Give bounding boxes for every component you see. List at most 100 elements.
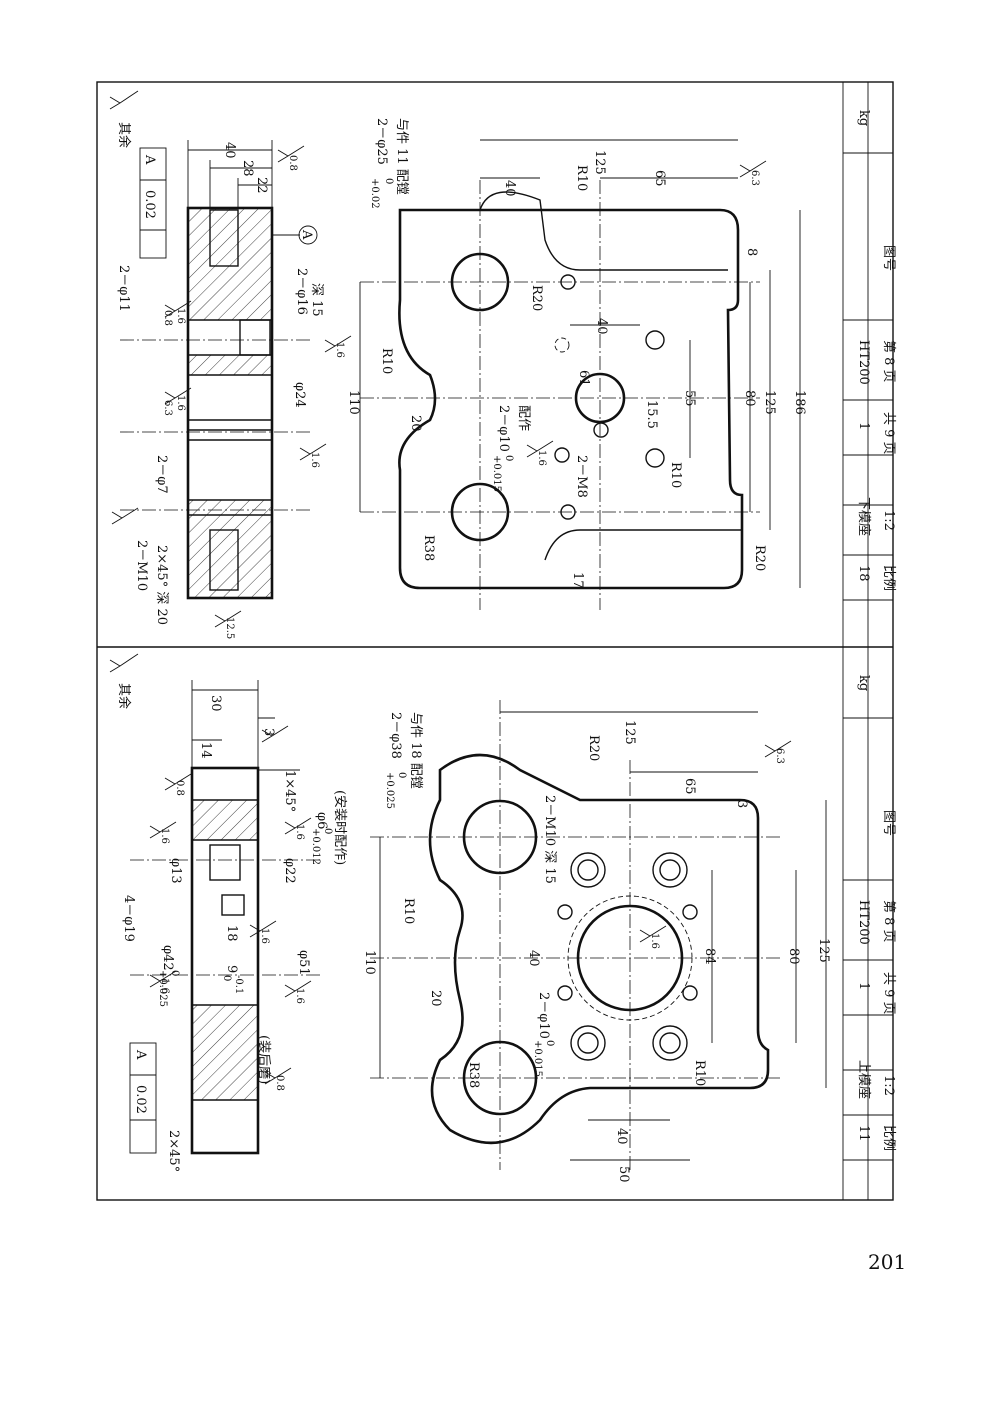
dim-125-lower: 125 <box>622 720 637 745</box>
dim-40-mid-upper: 40 <box>594 318 609 335</box>
note-d9-lower: 9 <box>224 965 239 973</box>
section-view-upper <box>120 140 318 600</box>
note-phi22-lower: φ22 <box>282 858 297 884</box>
note-pin-tol-lower: +0.015 <box>532 1040 543 1077</box>
note-phi6-tol-low-lower: 0 <box>322 828 333 834</box>
note-pin-tol-upper: +0.015 <box>491 455 502 492</box>
note-phi6-note-lower: (安装时配作) <box>332 790 347 865</box>
note-phi7-upper: 2－φ7 <box>154 455 169 494</box>
note-phi6-tol-lower: +0.012 <box>310 828 321 865</box>
note-depth15-upper: 深 15 <box>309 283 324 317</box>
scale-label-upper: 比例 <box>881 565 896 591</box>
dim-125-side-lower: 125 <box>816 938 831 963</box>
radius-r38-lower: R38 <box>466 1062 481 1088</box>
roughness-label-upper-6: 6.3 <box>162 400 173 416</box>
radius-r10-right-lower: R10 <box>692 1060 707 1086</box>
note-phi42-tol-lower: +0.025 <box>157 970 168 1007</box>
note-d9-tol-low-lower: -0.1 <box>233 975 244 994</box>
sheet-total-upper: 共 9 页 <box>881 412 896 455</box>
roughness-label-lower-1: 1.6 <box>159 828 170 844</box>
dim-18-lower: 18 <box>224 925 239 942</box>
quantity-lower: 1 <box>856 982 871 990</box>
material-lower: HT200 <box>856 900 871 945</box>
note-phi13-lower: φ13 <box>168 858 183 884</box>
dim-3-top-lower: 3 <box>734 800 749 808</box>
note-pin-tol-low-upper: 0 <box>503 455 514 461</box>
note-fit-with-upper: 与件 11 配镗 <box>394 118 409 195</box>
page-number: 201 <box>868 1250 907 1274</box>
part-title-lower: 上模座 <box>856 1060 871 1099</box>
note-chamfer1-lower: 1×45° <box>282 770 297 812</box>
mass-unit-upper: kg <box>856 110 871 126</box>
dim-65-upper: 65 <box>652 170 667 187</box>
dim-186-upper: 186 <box>792 390 807 415</box>
note-phi19-lower: 4－φ19 <box>121 895 136 942</box>
note-phi11-upper: 2－φ11 <box>116 265 131 312</box>
sheet-no-upper: 第 8 页 <box>881 340 896 383</box>
part-no-upper: 18 <box>856 565 871 582</box>
dim-125-upper: 125 <box>592 150 607 175</box>
roughness-label-lower-2: 1.6 <box>294 824 305 840</box>
dim-61-upper: 61 <box>576 370 591 387</box>
plan-view-lower <box>370 700 827 1170</box>
dim-30-lower: 30 <box>208 695 223 712</box>
roughness-label-lower-4: 6.3 <box>774 748 785 764</box>
dim-80-upper: 80 <box>742 390 757 407</box>
roughness-label-upper-3: 1.6 <box>175 395 186 411</box>
finish-note-lower: 其余 <box>116 683 132 709</box>
dim-8-upper: 8 <box>744 248 759 256</box>
note-pin-fit-upper: 配作 <box>516 405 531 431</box>
note-fit-with-lower: 与件 18 配镗 <box>408 712 423 789</box>
scale-label-lower: 比例 <box>881 1125 896 1151</box>
roughness-symbols-upper <box>109 90 767 628</box>
roughness-label-lower-6: 1.6 <box>294 988 305 1004</box>
dim-17-upper: 17 <box>570 572 585 589</box>
roughness-label-lower-7: 0.8 <box>274 1075 285 1091</box>
note-after-assy-lower: (装后磨) <box>256 1035 271 1084</box>
dim-15-5-upper: 15.5 <box>644 400 659 429</box>
note-m8-upper: 2－M8 <box>574 455 589 498</box>
note-phi24-upper: φ24 <box>292 382 307 408</box>
dim-3-side-lower: 3 <box>261 728 276 736</box>
radius-r38-upper: R38 <box>421 535 436 561</box>
dim-55-upper: 55 <box>682 390 697 407</box>
note-phi6-lower: φ6 <box>314 812 329 829</box>
note-hole-fit-lower: 2－φ38 <box>388 712 403 759</box>
roughness-label-upper-8: 1.6 <box>309 452 320 468</box>
dim-40-top-upper: 40 <box>502 180 517 197</box>
title-block-upper: kg 图号 HT200 第 8 页 1 共 9 页 下模座 1:2 18 比例 <box>842 81 896 648</box>
note-fit-tol-upper: +0.02 <box>369 178 380 209</box>
scale-upper: 1:2 <box>881 510 896 531</box>
dim-125-side-upper: 125 <box>762 390 777 415</box>
drawing-no-label-upper: 图号 <box>881 245 896 271</box>
material-upper: HT200 <box>856 340 871 385</box>
radius-r20-bottom-upper: R20 <box>752 545 767 571</box>
radius-r10-right-upper: R10 <box>668 462 683 488</box>
dim-80-lower: 80 <box>786 948 801 965</box>
sheet-total-lower: 共 9 页 <box>881 972 896 1015</box>
dim-20-upper: 20 <box>408 415 423 432</box>
note-pin-tol-low-lower: 0 <box>544 1040 555 1046</box>
roughness-label-upper-4: 1.6 <box>334 342 345 358</box>
dim-28-upper: 28 <box>240 160 255 177</box>
roughness-label-upper-5: 12.5 <box>224 617 235 639</box>
note-fit-tol-lower: +0.025 <box>384 772 395 809</box>
note-phi42-lower: φ42 <box>160 945 175 971</box>
scale-lower: 1:2 <box>881 1075 896 1096</box>
dim-14-lower: 14 <box>198 742 213 759</box>
flatness-frame-lower <box>129 1042 157 1154</box>
radius-r20-top-upper: R20 <box>529 285 544 311</box>
dim-110-upper: 110 <box>346 390 361 415</box>
radius-r20-lower: R20 <box>586 735 601 761</box>
note-chamfer-upper: 2×45° 深 20 <box>154 545 169 625</box>
dim-84-lower: 84 <box>702 948 717 965</box>
radius-r10-top-upper: R10 <box>574 165 589 191</box>
datum-a-label-upper: A <box>299 229 314 240</box>
note-phi51-lower: φ51 <box>296 950 311 976</box>
dim-65-lower: 65 <box>682 778 697 795</box>
part-title-upper: 下模座 <box>856 497 871 536</box>
note-pin-hole-upper: 2－φ10 <box>496 405 511 452</box>
note-hole-fit-upper: 2－φ25 <box>374 118 389 165</box>
drawing-no-label-lower: 图号 <box>881 810 896 836</box>
